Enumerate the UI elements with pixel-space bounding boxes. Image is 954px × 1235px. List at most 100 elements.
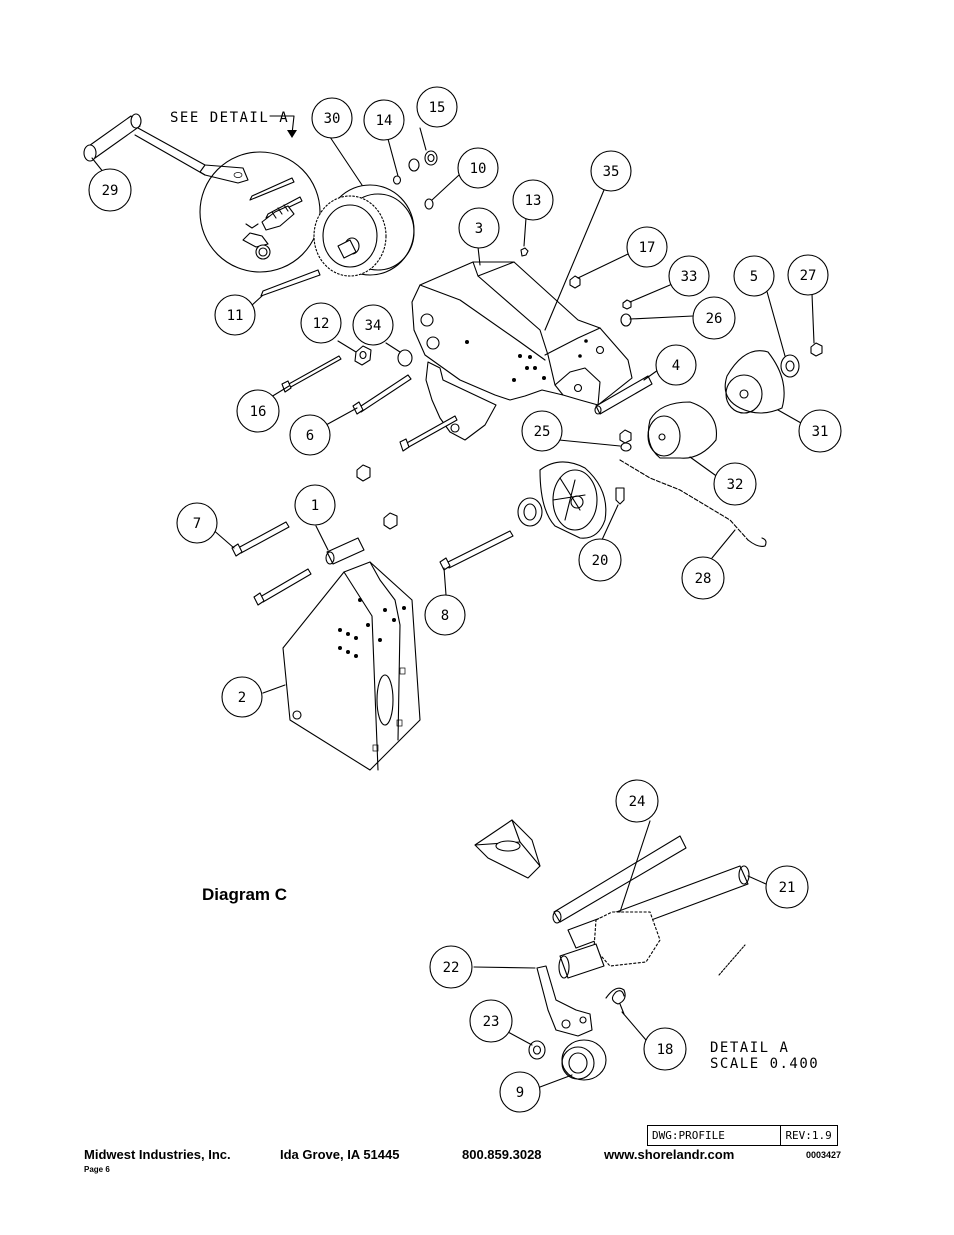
document-code: 0003427 (806, 1150, 842, 1160)
svg-text:21: 21 (779, 880, 796, 896)
pawl-22 (536, 965, 593, 1037)
svg-text:20: 20 (592, 553, 609, 569)
callout-23: 23 (469, 999, 513, 1043)
detail-circle-contents (242, 177, 303, 260)
callout-8: 8 (424, 594, 466, 636)
svg-text:22: 22 (443, 960, 460, 976)
detail-a-block (474, 819, 541, 879)
callout-21: 21 (765, 865, 809, 909)
spacer-34 (397, 349, 413, 367)
bolt-6 (352, 374, 412, 415)
callout-22: 22 (429, 945, 473, 989)
callout-28: 28 (681, 556, 725, 600)
bearing-9 (561, 1039, 607, 1081)
spacer-1 (326, 537, 365, 565)
winch-frame (411, 261, 633, 441)
bolt-8 (439, 530, 514, 571)
callout-6: 6 (289, 414, 331, 456)
svg-text:33: 33 (681, 269, 698, 285)
svg-text:16: 16 (250, 404, 267, 420)
callout-20: 20 (578, 538, 622, 582)
callout-25: 25 (521, 410, 563, 452)
pin-20 (615, 487, 625, 505)
roller-31 (724, 350, 785, 414)
see-detail-note: SEE DETAIL A (170, 110, 289, 126)
revision: REV:1.9 (785, 1129, 832, 1142)
svg-text:27: 27 (800, 268, 817, 284)
crank-handle (83, 113, 249, 184)
svg-text:17: 17 (639, 240, 656, 256)
callout-34: 34 (352, 304, 394, 346)
callout-24: 24 (615, 779, 659, 823)
callout-30: 30 (311, 97, 353, 139)
svg-text:28: 28 (695, 571, 712, 587)
svg-text:35: 35 (603, 164, 620, 180)
company-name: Midwest Industries, Inc. (84, 1147, 231, 1162)
callout-14: 14 (363, 99, 405, 141)
callout-13: 13 (512, 179, 554, 221)
detail-a-circle (199, 151, 321, 273)
svg-text:7: 7 (193, 516, 201, 532)
callout-16: 16 (236, 389, 280, 433)
side-plate-2 (282, 561, 421, 771)
svg-text:32: 32 (727, 477, 744, 493)
nut-loose-2 (383, 512, 398, 530)
svg-text:31: 31 (812, 424, 829, 440)
spring-18 (605, 987, 626, 1015)
svg-text:2: 2 (238, 690, 246, 706)
svg-text:25: 25 (534, 424, 551, 440)
nut-17 (569, 275, 581, 289)
bolt-16 (281, 355, 342, 393)
company-phone: 800.859.3028 (462, 1147, 542, 1162)
detail-scale: SCALE 0.400 (710, 1056, 819, 1072)
callout-26: 26 (692, 296, 736, 340)
page-footer: Midwest Industries, Inc. Ida Grove, IA 5… (84, 1147, 844, 1177)
detail-title: DETAIL A (710, 1040, 789, 1056)
svg-text:11: 11 (227, 308, 244, 324)
svg-text:1: 1 (311, 498, 319, 514)
svg-text:10: 10 (470, 161, 487, 177)
nut-27 (810, 342, 823, 357)
svg-text:29: 29 (102, 183, 119, 199)
roller-32 (647, 401, 718, 459)
callout-3: 3 (458, 207, 500, 249)
svg-text:26: 26 (706, 311, 723, 327)
callout-32: 32 (713, 462, 757, 506)
shaft-24 (552, 835, 687, 924)
drum-20 (539, 461, 607, 539)
nut-33 (622, 299, 632, 310)
nut-25 (619, 429, 632, 444)
svg-text:15: 15 (429, 100, 446, 116)
bolt-7b (253, 568, 312, 606)
callout-4: 4 (655, 344, 697, 386)
diagram-label: Diagram C (202, 885, 288, 904)
drive-gear (313, 184, 415, 277)
callout-11: 11 (214, 294, 256, 336)
pinion-shaft-21 (558, 865, 750, 979)
svg-text:9: 9 (516, 1085, 524, 1101)
svg-text:14: 14 (376, 113, 393, 129)
bushing-23 (528, 1040, 546, 1060)
callout-17: 17 (626, 226, 668, 268)
nut-12 (354, 345, 372, 366)
svg-text:30: 30 (324, 111, 341, 127)
callout-5: 5 (733, 255, 775, 297)
bolt-7 (231, 521, 290, 557)
drawing-name: DWG:PROFILE (648, 1126, 782, 1145)
bushing-15 (408, 150, 438, 172)
nut-13 (520, 247, 529, 257)
company-address: Ida Grove, IA 51445 (280, 1147, 400, 1162)
strap-chain-28 (619, 459, 767, 547)
svg-text:23: 23 (483, 1014, 500, 1030)
svg-text:13: 13 (525, 193, 542, 209)
bushing-5 (780, 354, 800, 378)
page-number: Page 6 (84, 1165, 110, 1174)
roller-shaft-4 (595, 375, 653, 415)
washer-26 (620, 313, 632, 327)
callout-1: 1 (294, 484, 336, 526)
callout-18: 18 (643, 1027, 687, 1071)
callout-2: 2 (221, 676, 263, 718)
snap-ring-14 (392, 175, 402, 185)
callout-33: 33 (668, 255, 710, 297)
callout-12: 12 (300, 302, 342, 344)
